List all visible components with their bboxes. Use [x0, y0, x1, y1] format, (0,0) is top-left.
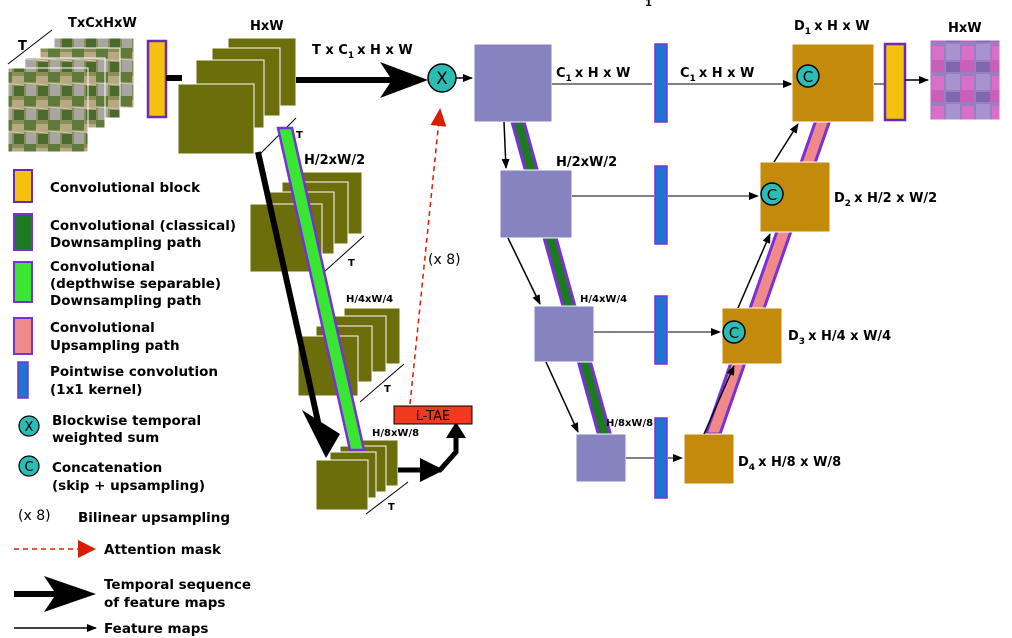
legend-upsampling-swatch: [13, 317, 33, 355]
t-line-4: [365, 481, 409, 515]
legend-weighted-sum-swatch: [18, 415, 40, 437]
attention-mask-arrow: [409, 108, 447, 405]
concat-symbol-2: C: [767, 186, 777, 204]
legend-separable-text-3: Downsampling path: [50, 293, 202, 309]
legend-seq-head: [44, 576, 96, 612]
weighted-sum-symbol: X: [436, 69, 448, 89]
enc-h2-label: H/2xW/2: [556, 155, 617, 170]
h4w4-label: H/4xW/4: [346, 294, 393, 305]
output-segmentation-map: [929, 39, 1001, 121]
legend-separable-swatch: [13, 261, 33, 303]
legend-pointwise-text-1: Pointwise convolution: [50, 364, 218, 380]
legend-upsampling-text-1: Convolutional: [50, 320, 155, 336]
concat-symbol-1: C: [803, 68, 813, 86]
legend-separable-text-1: Convolutional: [50, 259, 155, 275]
enc-h8-label: H/8xW/8: [606, 418, 653, 429]
temporal-seq-arrow-ltae: [398, 430, 459, 473]
encoder-arrow-2: [507, 237, 541, 305]
concat-node-3: [722, 320, 746, 344]
concat-symbol-3: C: [729, 324, 739, 342]
fmap-hw-label: HxW: [250, 19, 284, 34]
legend-separable-text-2: (depthwise separable): [50, 276, 221, 292]
t-line-3: [359, 363, 405, 403]
legend-classical-text-1: Convolutional (classical): [50, 218, 236, 234]
fmap-stack-level4: [315, 439, 399, 511]
t-line-2: [323, 235, 365, 273]
legend-classical-text-2: Downsampling path: [50, 235, 202, 251]
legend-seq-text-1: Temporal sequence: [104, 577, 251, 593]
enc-h4-label: H/4xW/4: [580, 294, 627, 305]
temporal-seq-arrowhead-ltae: [446, 422, 466, 438]
top-mark: 1: [645, 0, 652, 9]
output-hw-label: HxW: [948, 21, 982, 36]
t-label-1: T: [296, 130, 303, 141]
h8w8-label: H/8xW/8: [372, 428, 419, 439]
legend-pointwise-text-2: (1x1 kernel): [50, 382, 142, 398]
legend-weighted-sum-text-2: weighted sum: [52, 430, 159, 446]
t-label-4: T: [388, 502, 395, 513]
decoder-arrow-1: [703, 365, 735, 435]
input-t-label: T: [18, 39, 27, 54]
legend-conv-block-swatch: [13, 169, 33, 203]
legend-attention-head: [78, 540, 96, 558]
t-label-2: T: [348, 258, 355, 269]
pointwise-conv-2: [654, 165, 668, 245]
legend-concat-text-2: (skip + upsampling): [52, 478, 205, 494]
pointwise-conv-3: [654, 295, 668, 365]
encoder-arrow-3: [545, 361, 579, 433]
legend-fm-text: Feature maps: [104, 621, 208, 637]
concat-node-1: [796, 64, 820, 88]
t-line-1: [255, 117, 297, 159]
legend-conv-block-text: Convolutional block: [50, 180, 201, 196]
concat-node-2: [760, 182, 784, 206]
legend-classical-swatch: [13, 213, 33, 251]
legend: Convolutional block Convolutional (class…: [13, 169, 251, 637]
encoder-block-2: [499, 169, 573, 239]
encoder-block-3: [533, 305, 595, 363]
pointwise-conv-1: [654, 43, 668, 123]
encoder-downsampling-path: [276, 126, 366, 452]
encoder-block-1: [473, 43, 553, 123]
temporal-seq-arrow-down: [255, 151, 325, 441]
encoder-arrow-1: [501, 121, 510, 169]
ltae-box: [393, 405, 473, 425]
legend-x8-text: Bilinear upsampling: [78, 510, 230, 526]
legend-attention-text: Attention mask: [104, 542, 222, 558]
legend-concat-symbol: C: [24, 460, 33, 475]
ltae-label: L-TAE: [416, 409, 451, 424]
x8-label: (x 8): [428, 252, 461, 268]
legend-pointwise-swatch: [17, 361, 29, 399]
legend-concat-swatch: [18, 455, 40, 477]
decoder-arrow-3: [773, 123, 799, 163]
fmap-stack-level1: [177, 37, 297, 155]
legend-seq-text-2: of feature maps: [104, 595, 225, 611]
input-image-stack: [7, 37, 135, 153]
decoder-arrow-2: [737, 233, 771, 309]
legend-weighted-sum-text-1: Blockwise temporal: [52, 413, 201, 429]
pointwise-conv-4: [654, 417, 668, 499]
encoder-block-4: [575, 433, 627, 483]
input-dims-label: TxCxHxW: [68, 16, 137, 31]
temporal-seq-arrowhead-down: [302, 410, 340, 458]
legend-x8-symbol: (x 8): [18, 508, 51, 524]
legend-upsampling-text-2: Upsampling path: [50, 338, 180, 354]
legend-concat-text-1: Concatenation: [52, 460, 162, 476]
temporal-seq-arrowhead-top: [380, 62, 428, 98]
decoder-block-4: [683, 433, 735, 485]
legend-weighted-sum-symbol: X: [25, 420, 34, 435]
t-label-3: T: [384, 384, 391, 395]
input-conv-block: [146, 39, 168, 119]
h2w2-label: H/2xW/2: [304, 153, 365, 168]
temporal-seq-arrowhead-l4: [420, 458, 444, 482]
input-t-line: [7, 29, 53, 65]
output-conv-block: [883, 42, 907, 122]
